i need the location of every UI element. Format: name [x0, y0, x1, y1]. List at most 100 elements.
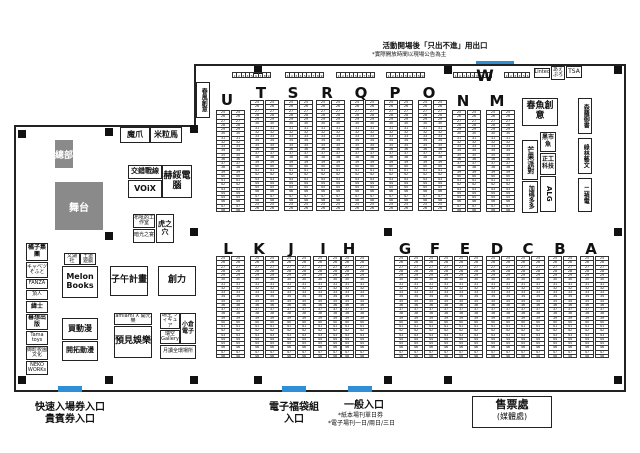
booth-cell[interactable]: 46	[469, 345, 483, 350]
booth-cell[interactable]: 43	[467, 186, 481, 191]
booth-cell[interactable]: 33	[355, 290, 369, 295]
booth-cell[interactable]: 47	[531, 349, 545, 354]
booth-cell[interactable]: 37	[418, 151, 432, 156]
booth-cell[interactable]: 39	[297, 315, 311, 320]
booth-cell[interactable]: 41	[282, 324, 296, 329]
booth-cell[interactable]: 32	[454, 285, 468, 290]
booth-cell[interactable]: 39	[331, 159, 345, 164]
top-booth-cell[interactable]: 8	[315, 72, 320, 78]
booth-cell[interactable]: 31	[531, 281, 545, 286]
booth-cell[interactable]: 39	[501, 315, 515, 320]
booth-cell[interactable]: 26	[418, 104, 432, 109]
booth-cell[interactable]: 40	[595, 319, 609, 324]
booth-shenhuo[interactable]: 布吡的工作室	[133, 214, 155, 228]
booth-cell[interactable]: 38	[454, 311, 468, 316]
booth-shenshe[interactable]: 春風創意	[196, 82, 210, 118]
booth-cell[interactable]: 30	[595, 277, 609, 282]
booth-cell[interactable]: 47	[394, 349, 408, 354]
booth-cell[interactable]: 41	[454, 324, 468, 329]
booth-cell[interactable]: 42	[501, 328, 515, 333]
booth-cell[interactable]: 36	[469, 302, 483, 307]
booth-cell[interactable]: 35	[452, 152, 466, 157]
booth-cell[interactable]: 26	[452, 114, 466, 119]
booth-cell[interactable]: 47	[250, 349, 264, 354]
booth-cell[interactable]: 35	[433, 142, 447, 147]
booth-cell[interactable]: 36	[355, 302, 369, 307]
booth-cell[interactable]: 45	[409, 341, 423, 346]
booth-cell[interactable]: 43	[313, 332, 327, 337]
top-booth-cell[interactable]: 4	[244, 72, 250, 78]
top-booth-cell[interactable]: 5	[403, 72, 408, 78]
booth-cell[interactable]: 39	[299, 159, 313, 164]
booth-cell[interactable]: 25	[299, 100, 313, 105]
booth-cell[interactable]: 36	[328, 302, 342, 307]
booth-cell[interactable]: 45	[439, 341, 453, 346]
booth-cell[interactable]: 27	[580, 264, 594, 269]
booth-cell[interactable]: 35	[231, 298, 245, 303]
booth-agl[interactable]: ALG	[540, 176, 556, 212]
booth-cell[interactable]: 27	[250, 108, 264, 113]
booth-cell[interactable]: 30	[548, 277, 562, 282]
booth-cell[interactable]: 45	[313, 341, 327, 346]
booth-cell[interactable]: 25	[501, 256, 515, 261]
booth-cell[interactable]: 27	[316, 108, 330, 113]
booth-cell[interactable]: 28	[328, 268, 342, 273]
booth-cell[interactable]: 26	[548, 260, 562, 265]
booth-cell[interactable]: 42	[467, 182, 481, 187]
booth-cell[interactable]: 32	[439, 285, 453, 290]
booth-cell[interactable]: 31	[328, 281, 342, 286]
booth-cell[interactable]: 45	[531, 341, 545, 346]
booth-cell[interactable]: 40	[409, 319, 423, 324]
booth-cell[interactable]: 33	[469, 290, 483, 295]
booth-cell[interactable]: 47	[216, 203, 230, 208]
booth-cell[interactable]: 26	[331, 104, 345, 109]
booth-cell[interactable]: 36	[548, 302, 562, 307]
booth-cell[interactable]: 43	[282, 332, 296, 337]
booth-cell[interactable]: 43	[250, 176, 264, 181]
booth-cell[interactable]: 25	[355, 256, 369, 261]
booth-cell[interactable]: 35	[297, 298, 311, 303]
booth-cell[interactable]: 43	[424, 332, 438, 337]
booth-cell[interactable]: 32	[467, 139, 481, 144]
booth-cell[interactable]: 42	[409, 328, 423, 333]
booth-cell[interactable]: 41	[350, 168, 364, 173]
booth-cell[interactable]: 28	[282, 268, 296, 273]
booth-cell[interactable]: 33	[265, 134, 279, 139]
booth-cell[interactable]: 37	[563, 307, 577, 312]
booth-cell[interactable]: 40	[216, 319, 230, 324]
top-booth-cell[interactable]: 4	[297, 72, 303, 78]
booth-cell[interactable]: 29	[486, 127, 500, 132]
booth-cell[interactable]: 48	[384, 197, 398, 202]
booth-cell[interactable]: 48	[486, 207, 500, 212]
booth-cell[interactable]: 43	[355, 332, 369, 337]
booth-cell[interactable]: 47	[501, 349, 515, 354]
booth-cell[interactable]: 29	[454, 273, 468, 278]
booth-cell[interactable]: 31	[486, 135, 500, 140]
booth-cell[interactable]: 37	[516, 307, 530, 312]
top-booth-cell[interactable]: 3	[293, 72, 298, 78]
booth-chuangli[interactable]: 創力	[158, 266, 196, 296]
booth-cell[interactable]: 34	[365, 138, 379, 143]
booth-cell[interactable]: 46	[313, 345, 327, 350]
booth-cell[interactable]: 38	[216, 311, 230, 316]
booth-cell[interactable]: 25	[265, 256, 279, 261]
booth-cell[interactable]: 45	[250, 185, 264, 190]
booth-cell[interactable]: 46	[563, 345, 577, 350]
booth-cell[interactable]: 37	[595, 307, 609, 312]
booth-cell[interactable]: 46	[516, 345, 530, 350]
booth-cell[interactable]: 46	[486, 199, 500, 204]
booth-cell[interactable]: 26	[299, 104, 313, 109]
booth-cell[interactable]: 48	[486, 353, 500, 358]
booth-cell[interactable]: 46	[299, 189, 313, 194]
booth-cell[interactable]: 34	[231, 148, 245, 153]
booth-cell[interactable]: 34	[454, 294, 468, 299]
booth-cell[interactable]: 48	[350, 197, 364, 202]
booth-cell[interactable]: 28	[365, 112, 379, 117]
booth-cell[interactable]: 31	[265, 281, 279, 286]
booth-cell[interactable]: 38	[580, 311, 594, 316]
booth-cell[interactable]: 27	[231, 118, 245, 123]
booth-cell[interactable]: 44	[439, 336, 453, 341]
booth-cell[interactable]: 39	[250, 159, 264, 164]
top-booth-cell[interactable]: 1	[504, 72, 509, 78]
booth-cell[interactable]: 39	[531, 315, 545, 320]
